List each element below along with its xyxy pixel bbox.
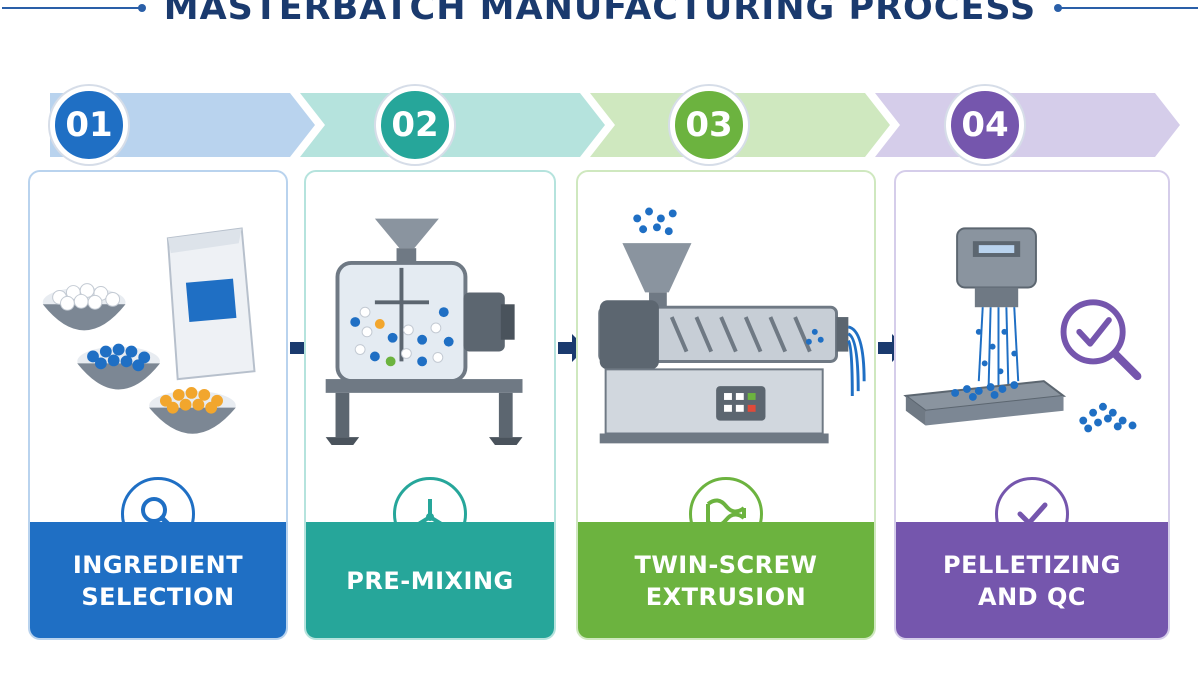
- step-3-label: TWIN-SCREW EXTRUSION: [578, 522, 874, 638]
- step-3-card: TWIN-SCREW EXTRUSION: [576, 170, 876, 640]
- step-4-label-line2: AND QC: [978, 583, 1086, 611]
- extruder-illustration: [598, 207, 866, 444]
- step-2-label-line1: PRE-MIXING: [346, 567, 514, 595]
- step-1-label-line2: SELECTION: [81, 583, 235, 611]
- step-4-card: PELLETIZING AND QC: [894, 170, 1170, 640]
- title-divider-left: [1, 4, 146, 12]
- step-4-label-line1: PELLETIZING: [943, 551, 1121, 579]
- step-2-card: PRE-MIXING: [304, 170, 556, 640]
- step-2-number: 02: [376, 86, 454, 164]
- page-title: MASTERBATCH MANUFACTURING PROCESS: [163, 0, 1037, 28]
- title-row: MASTERBATCH MANUFACTURING PROCESS: [0, 0, 1200, 30]
- step-1-label: INGREDIENT SELECTION: [30, 522, 286, 638]
- step-1-label-line1: INGREDIENT: [72, 551, 244, 579]
- step-3-number: 03: [670, 86, 748, 164]
- step-4-number: 04: [946, 86, 1024, 164]
- pelletizer-illustration: [903, 227, 1142, 433]
- step-3-label-line2: EXTRUSION: [645, 583, 807, 611]
- step-4-label: PELLETIZING AND QC: [896, 522, 1168, 638]
- mixer-illustration: [325, 218, 523, 446]
- title-divider-right: [1054, 4, 1199, 12]
- step-1-number: 01: [50, 86, 128, 164]
- step-1-card: INGREDIENT SELECTION: [28, 170, 288, 640]
- ingredient-bowls-illustration: [42, 227, 256, 434]
- step-3-label-line1: TWIN-SCREW: [634, 551, 818, 579]
- step-4-banner: [875, 93, 1180, 157]
- step-2-label: PRE-MIXING: [306, 522, 554, 638]
